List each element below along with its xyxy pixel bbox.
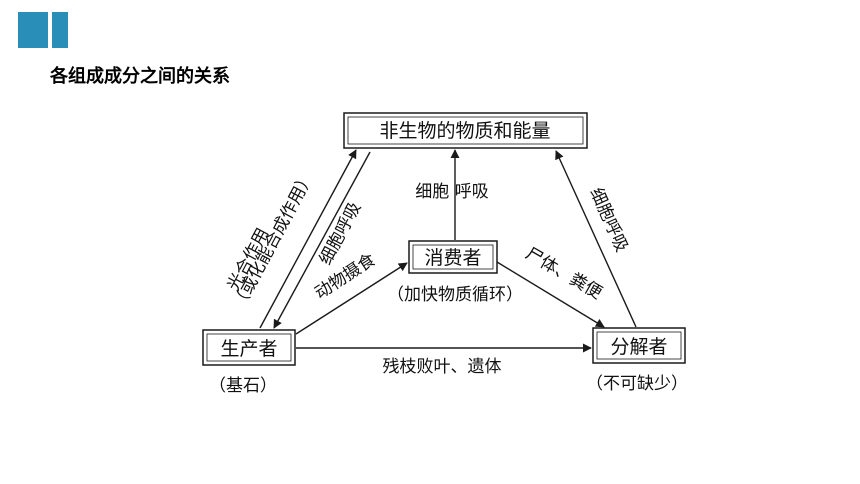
producer-label: 生产者: [220, 338, 277, 360]
section-heading: 各组成成分之间的关系: [50, 66, 230, 87]
consumer-box: 消费者: [408, 240, 498, 274]
producer-note: （基石）: [209, 376, 277, 396]
chemosynthesis-label: （或化能合成作用）: [229, 168, 318, 312]
litter-remains-label: 残枝败叶、遗体: [383, 357, 502, 377]
consumer-label: 消费者: [424, 247, 481, 269]
arrow-decomposer-to-environment: [555, 150, 637, 328]
arrow-environment-to-producer: [273, 151, 371, 329]
decomposer-box: 分解者: [592, 327, 686, 364]
arrow-producer-to-consumer: [295, 262, 408, 335]
arrow-producer-to-environment: [259, 149, 357, 329]
header-accent-bar-large: [18, 12, 48, 48]
consumer-note: （加快物质循环）: [387, 285, 523, 305]
producer-box: 生产者: [202, 329, 296, 366]
arrow-consumer-to-decomposer: [496, 261, 605, 328]
consumer-respiration-label: 细胞 呼吸: [415, 182, 488, 202]
environment-box: 非生物的物质和能量: [343, 112, 588, 149]
decomposer-note: （不可缺少）: [586, 374, 688, 394]
header-accent-bar-small: [52, 12, 68, 48]
decomposer-respiration-label: 细胞呼吸: [586, 185, 632, 255]
decomposer-label: 分解者: [610, 336, 667, 358]
remains-waste-label: 尸体、粪便: [522, 244, 606, 304]
environment-label: 非生物的物质和能量: [379, 120, 550, 142]
